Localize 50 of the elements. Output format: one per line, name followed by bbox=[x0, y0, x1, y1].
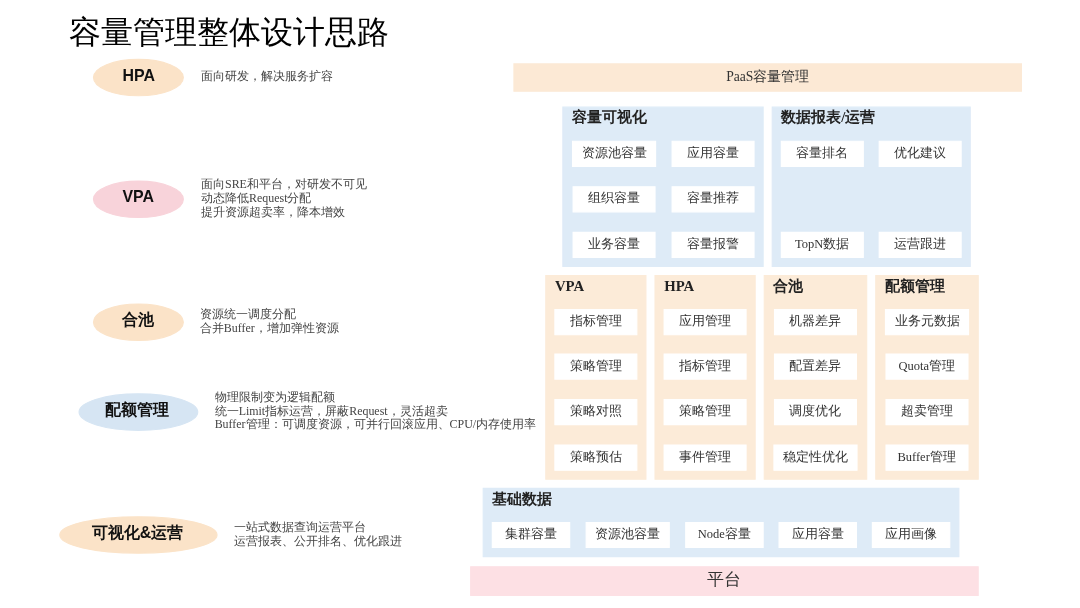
node-box: 稳定性优化 bbox=[772, 444, 858, 471]
node-label: 统一Limit指标运营，屏蔽Request，灵活超卖 bbox=[214, 403, 448, 418]
node-box: 策略管理 bbox=[663, 399, 747, 426]
node-box: 指标管理 bbox=[553, 309, 637, 336]
node-label: 动态降低Request分配 bbox=[200, 191, 311, 206]
node-box: 事件管理 bbox=[663, 444, 747, 471]
node-label: 面向研发，解决服务扩容 bbox=[200, 69, 333, 84]
node-label: 一站式数据查询运营平台 bbox=[233, 519, 366, 534]
node-box: 配置差异 bbox=[773, 353, 857, 380]
node-ellipse: HPA bbox=[92, 58, 184, 97]
node-box: 业务元数据 bbox=[884, 309, 969, 336]
node-box: 容量报警 bbox=[671, 231, 755, 258]
node-ellipse: 配额管理 bbox=[78, 393, 198, 431]
node-label: Buffer管理：可调度资源，可并行回滚应用、CPU/内存使用率 bbox=[214, 417, 536, 432]
node-ellipse: 可视化&运营 bbox=[58, 516, 218, 554]
node-label: 提升资源超卖率，降本增效 bbox=[200, 204, 345, 219]
node-box: 组织容量 bbox=[572, 186, 656, 213]
node-box: 应用管理 bbox=[663, 309, 747, 336]
node-box: 策略预估 bbox=[553, 444, 637, 471]
node-box: Buffer管理 bbox=[884, 444, 969, 471]
node-label: 运营报表、公开排名、优化跟进 bbox=[233, 533, 402, 548]
node-box: 机器差异 bbox=[773, 309, 857, 336]
node-box: 应用画像 bbox=[871, 521, 950, 549]
node-box: 平台 bbox=[469, 566, 979, 596]
node-box: 策略管理 bbox=[553, 353, 637, 380]
node-ellipse: 合池 bbox=[92, 303, 184, 341]
node-box: 指标管理 bbox=[663, 353, 747, 380]
node-label: 物理限制变为逻辑配额 bbox=[214, 390, 335, 405]
node-box: Quota管理 bbox=[884, 353, 969, 380]
node-label: 合并Buffer，增加弹性资源 bbox=[199, 320, 339, 335]
node-box: 运营跟进 bbox=[878, 231, 962, 258]
node-box: Node容量 bbox=[684, 521, 764, 549]
node-box: 优化建议 bbox=[878, 140, 962, 167]
diagram-title: 容量管理整体设计思路 bbox=[68, 13, 389, 50]
node-box: 应用容量 bbox=[671, 140, 755, 167]
node-box: 业务容量 bbox=[572, 231, 656, 258]
node-box: 调度优化 bbox=[773, 399, 857, 426]
node-box: 资源池容量 bbox=[571, 140, 656, 167]
node-box: 容量推荐 bbox=[671, 186, 755, 213]
node-ellipse: VPA bbox=[92, 180, 184, 219]
node-box: PaaS容量管理 bbox=[512, 63, 1022, 92]
node-box: 集群容量 bbox=[491, 521, 570, 549]
node-label: 面向SRE和平台，对研发不可见 bbox=[200, 177, 367, 192]
node-box: 超卖管理 bbox=[884, 399, 969, 426]
node-box: 容量排名 bbox=[780, 140, 864, 167]
node-box: 策略对照 bbox=[553, 399, 637, 426]
node-label: 资源统一调度分配 bbox=[199, 307, 296, 322]
node-box: 资源池容量 bbox=[585, 521, 670, 549]
node-box: 应用容量 bbox=[778, 521, 857, 549]
node-box: TopN数据 bbox=[780, 231, 864, 258]
